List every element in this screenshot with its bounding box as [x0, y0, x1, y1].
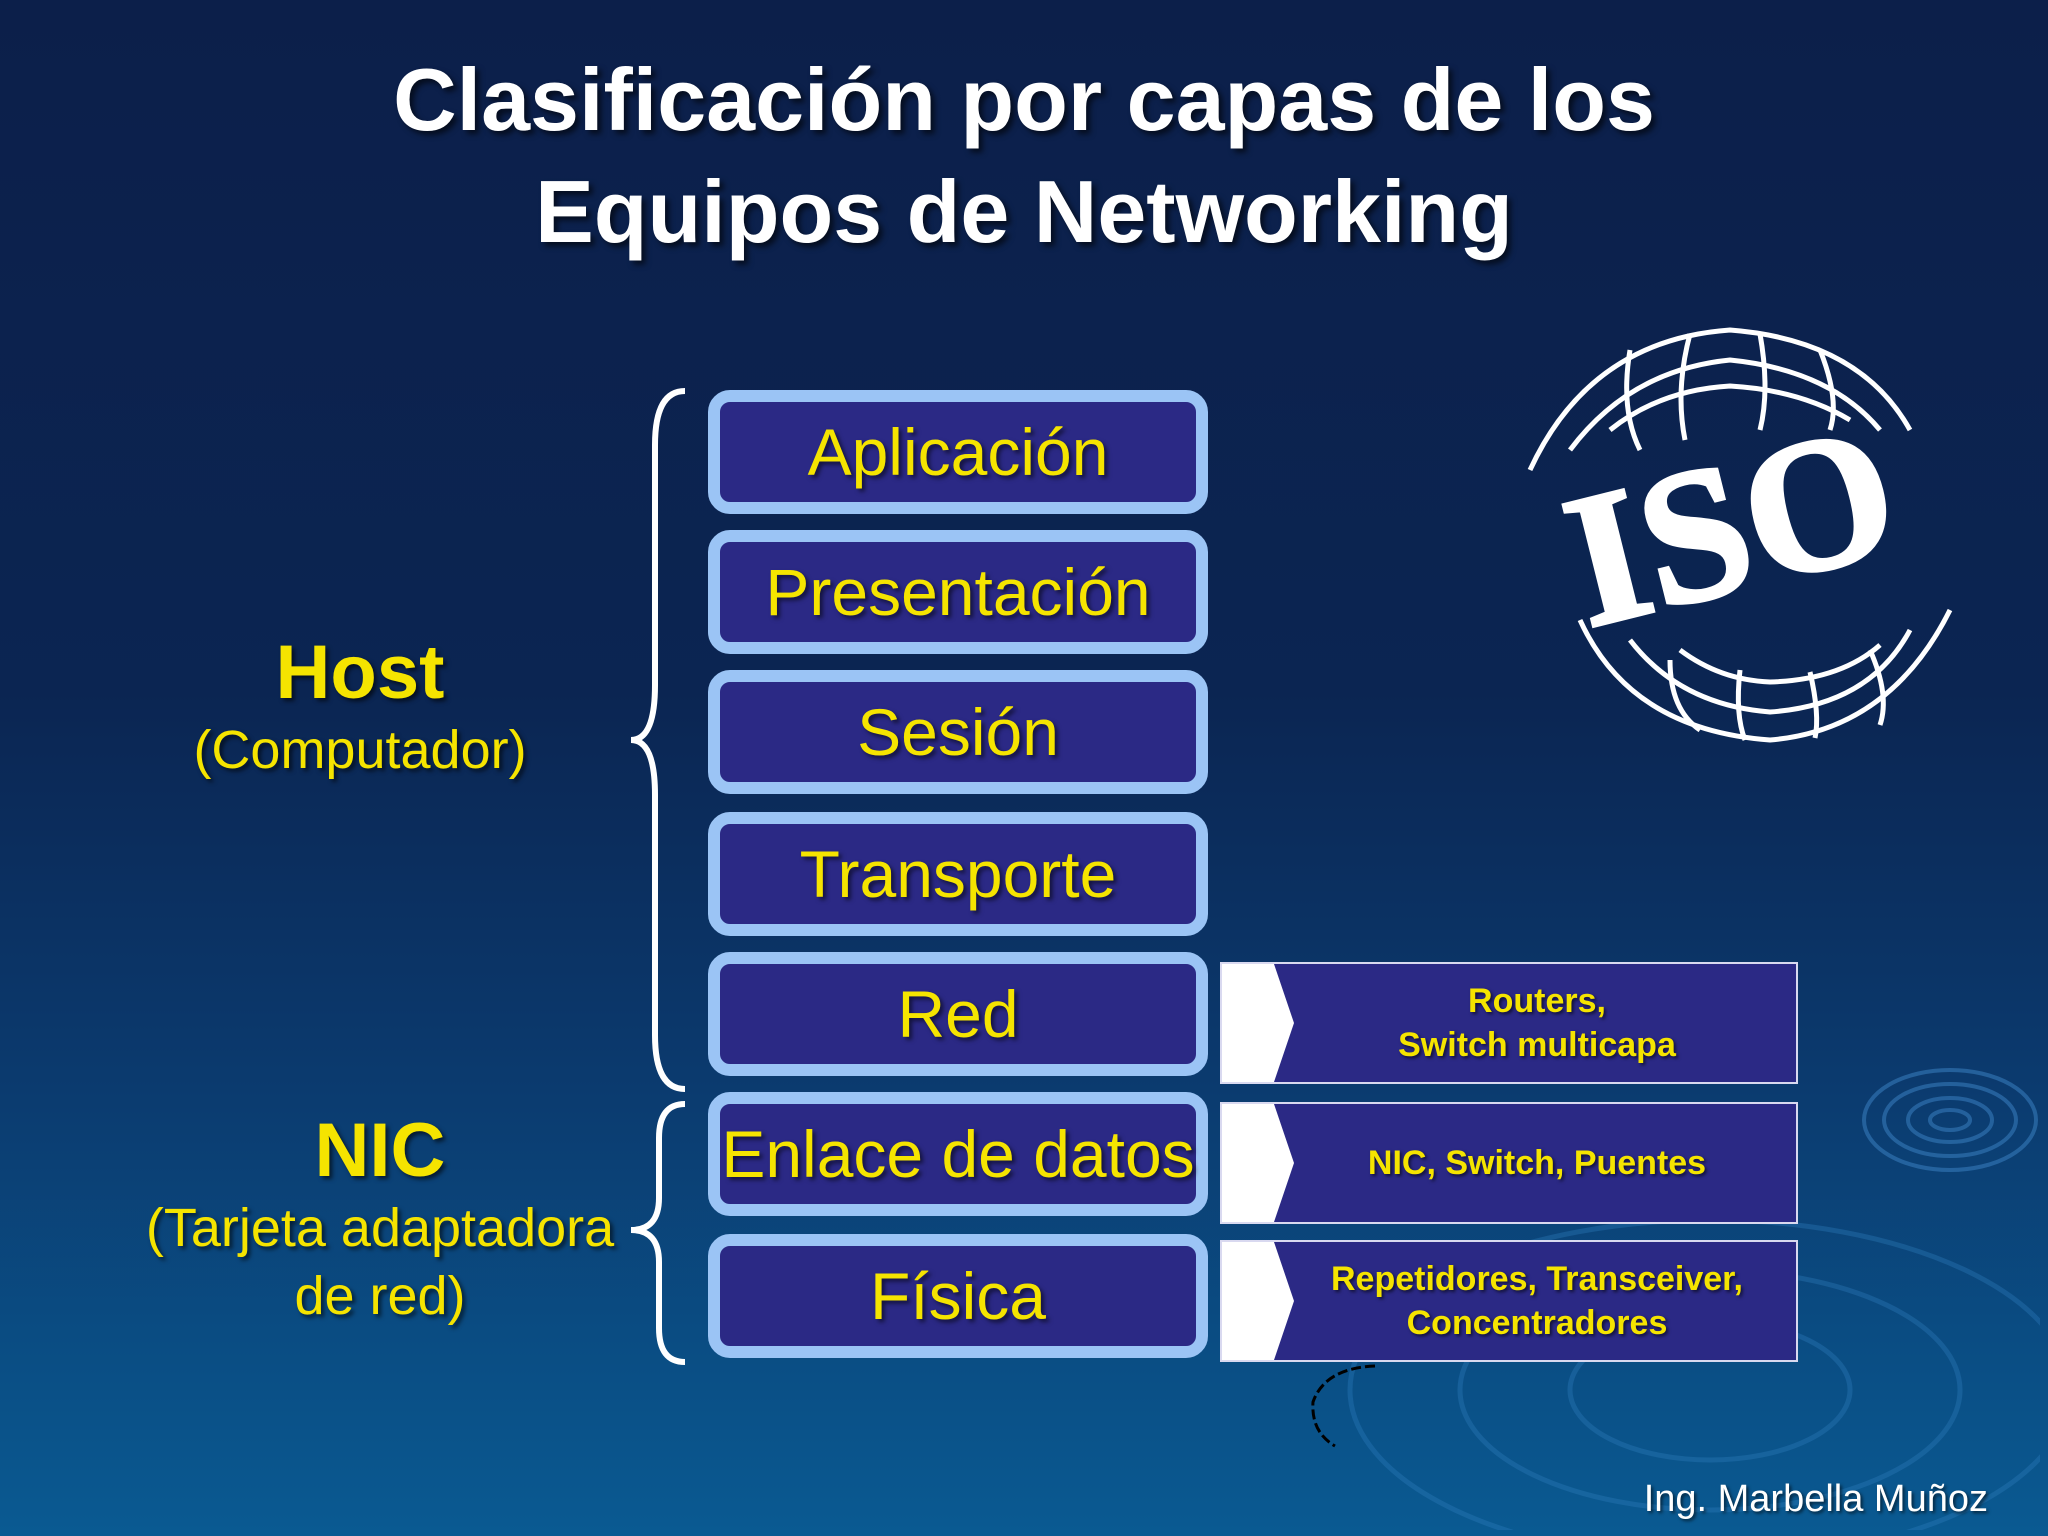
cursor-mark: [1311, 1364, 1376, 1448]
nic-label: NIC (Tarjeta adaptadora de red): [110, 1108, 650, 1330]
layer-presentacion: Presentación: [708, 530, 1208, 654]
device-line: Concentradores: [1406, 1304, 1668, 1342]
title-line-2: Equipos de Networking: [535, 162, 1513, 261]
author-credit: Ing. Marbella Muñoz: [1643, 1478, 1988, 1520]
nic-subtitle-line-1: (Tarjeta adaptadora: [145, 1198, 615, 1258]
device-box-red: Routers, Switch multicapa: [1220, 962, 1798, 1084]
layer-label: Presentación: [765, 555, 1151, 629]
host-brace: [630, 388, 686, 1092]
layer-aplicacion: Aplicación: [708, 390, 1208, 514]
iso-logo-text: ISO: [1547, 385, 1915, 668]
iso-logo: ISO: [1527, 327, 1953, 743]
slide-title: Clasificación por capas de los Equipos d…: [0, 44, 2048, 268]
device-text: Repetidores, Transceiver, Concentradores: [1278, 1242, 1796, 1360]
ripple-decoration: [1862, 1068, 2038, 1172]
chevron-arrow-icon: [1222, 1242, 1294, 1360]
layer-label: Enlace de datos: [721, 1117, 1195, 1191]
layer-sesion: Sesión: [708, 670, 1208, 794]
layer-label: Sesión: [857, 695, 1059, 769]
layer-fisica: Física: [708, 1234, 1208, 1358]
layer-red: Red: [708, 952, 1208, 1076]
nic-brace: [630, 1101, 686, 1365]
nic-subtitle-line-2: de red): [294, 1266, 466, 1326]
host-title: Host: [275, 630, 445, 715]
host-subtitle: (Computador): [193, 720, 527, 780]
device-box-enlace: NIC, Switch, Puentes: [1220, 1102, 1798, 1224]
device-box-fisica: Repetidores, Transceiver, Concentradores: [1220, 1240, 1798, 1362]
device-line: Repetidores, Transceiver,: [1331, 1260, 1743, 1298]
nic-title: NIC: [314, 1108, 446, 1193]
title-line-1: Clasificación por capas de los: [393, 50, 1655, 149]
device-line: Routers,: [1468, 982, 1606, 1020]
layer-enlace-de-datos: Enlace de datos: [708, 1092, 1208, 1216]
chevron-arrow-icon: [1222, 1104, 1294, 1222]
layer-label: Física: [869, 1259, 1047, 1333]
device-line: NIC, Switch, Puentes: [1367, 1144, 1707, 1182]
layer-label: Transporte: [799, 837, 1117, 911]
layer-label: Red: [897, 977, 1019, 1051]
device-text: Routers, Switch multicapa: [1278, 964, 1796, 1082]
device-text: NIC, Switch, Puentes: [1278, 1104, 1796, 1222]
layer-label: Aplicación: [807, 415, 1109, 489]
host-label: Host (Computador): [160, 630, 560, 784]
chevron-arrow-icon: [1222, 964, 1294, 1082]
device-line: Switch multicapa: [1398, 1026, 1676, 1064]
layer-transporte: Transporte: [708, 812, 1208, 936]
